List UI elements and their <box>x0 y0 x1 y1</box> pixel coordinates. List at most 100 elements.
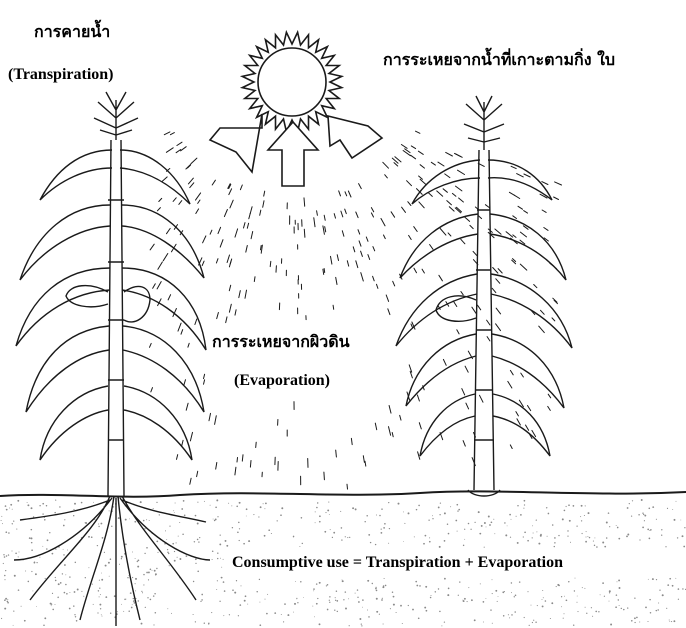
light-streak <box>445 174 450 178</box>
soil-dot <box>589 537 590 538</box>
light-streak <box>461 239 465 244</box>
soil-dot <box>148 579 149 580</box>
light-streak <box>158 262 163 269</box>
soil-dot <box>75 616 76 617</box>
soil-dot <box>408 512 410 514</box>
soil-dot <box>627 507 629 509</box>
light-streak <box>339 191 341 196</box>
soil-dot <box>606 537 608 539</box>
soil-dot <box>638 514 640 516</box>
soil-dot <box>336 590 337 591</box>
soil-dot <box>550 618 551 619</box>
soil-dot <box>438 506 440 508</box>
soil-dot <box>543 597 544 598</box>
light-streak <box>157 208 160 211</box>
soil-dot <box>103 506 104 507</box>
soil-dot <box>674 519 676 521</box>
soil-dot <box>174 551 175 552</box>
soil-dot <box>316 507 318 509</box>
light-streak <box>373 247 375 251</box>
soil-dot <box>383 623 384 624</box>
soil-dot <box>342 579 343 580</box>
soil-dot <box>246 516 247 517</box>
light-streak <box>229 285 230 291</box>
soil-dot <box>649 538 651 540</box>
light-streak <box>336 450 337 457</box>
light-streak <box>428 193 432 197</box>
light-streak <box>167 228 171 233</box>
soil-dot <box>388 502 389 503</box>
soil-dot <box>619 605 620 606</box>
soil-dot <box>393 604 395 606</box>
soil-dot <box>632 500 633 501</box>
light-streak <box>430 245 433 250</box>
soil-dot <box>488 516 490 518</box>
light-streak <box>492 288 496 292</box>
soil-dot <box>376 598 378 600</box>
soil-dot <box>177 557 178 558</box>
soil-dot <box>616 525 617 526</box>
light-streak <box>458 170 465 174</box>
light-streak <box>506 232 513 237</box>
light-streak <box>190 478 191 484</box>
soil-dot <box>149 520 150 521</box>
soil-dot <box>537 605 538 606</box>
light-streak <box>184 380 186 386</box>
soil-dot <box>570 542 571 543</box>
soil-dot <box>400 605 402 607</box>
soil-dot <box>684 527 685 528</box>
soil-dot <box>562 518 564 520</box>
light-streak <box>178 323 181 331</box>
light-streak <box>196 193 201 200</box>
soil-dot <box>181 508 183 510</box>
soil-dot <box>457 510 458 511</box>
light-streak <box>542 210 546 212</box>
soil-dot <box>438 588 439 589</box>
soil-dot <box>357 589 358 590</box>
soil-dot <box>5 505 7 507</box>
soil-dot <box>293 612 294 613</box>
light-streak <box>245 290 247 298</box>
soil-dot <box>274 612 276 614</box>
soil-dot <box>39 557 40 558</box>
soil-dot <box>497 601 498 602</box>
soil-dot <box>5 598 7 600</box>
soil-dot <box>138 560 140 562</box>
soil-dot <box>238 615 239 616</box>
light-streak <box>526 425 529 430</box>
soil-dot <box>65 574 66 575</box>
soil-dot <box>266 613 268 615</box>
soil-dot <box>669 621 670 622</box>
soil-dot <box>317 598 318 599</box>
soil-dot <box>312 606 313 607</box>
light-streak <box>548 394 551 398</box>
soil-dot <box>156 568 157 569</box>
soil-dot <box>490 609 491 610</box>
soil-dot <box>2 523 3 524</box>
soil-dot <box>287 614 289 616</box>
soil-dot <box>566 506 567 507</box>
soil-dot <box>376 515 377 516</box>
light-streak <box>510 445 512 449</box>
soil-dot <box>104 552 105 553</box>
soil-dot <box>35 573 37 575</box>
soil-dot <box>201 599 203 601</box>
soil-dot <box>561 606 562 607</box>
light-streak <box>197 471 198 476</box>
light-streak <box>324 472 325 480</box>
soil-dot <box>372 583 373 584</box>
soil-dot <box>649 530 650 531</box>
soil-dot <box>429 537 430 538</box>
light-streak <box>270 261 271 266</box>
light-streak <box>464 217 469 222</box>
soil-dot <box>580 516 581 517</box>
light-streak <box>403 151 410 156</box>
soil-dot <box>619 587 621 589</box>
soil-dot <box>132 577 133 578</box>
soil-dot <box>27 502 28 503</box>
soil-dot <box>485 598 486 599</box>
soil-dot <box>554 542 555 543</box>
light-streak <box>371 208 373 212</box>
light-streak <box>480 395 484 402</box>
soil-dot <box>43 624 45 626</box>
